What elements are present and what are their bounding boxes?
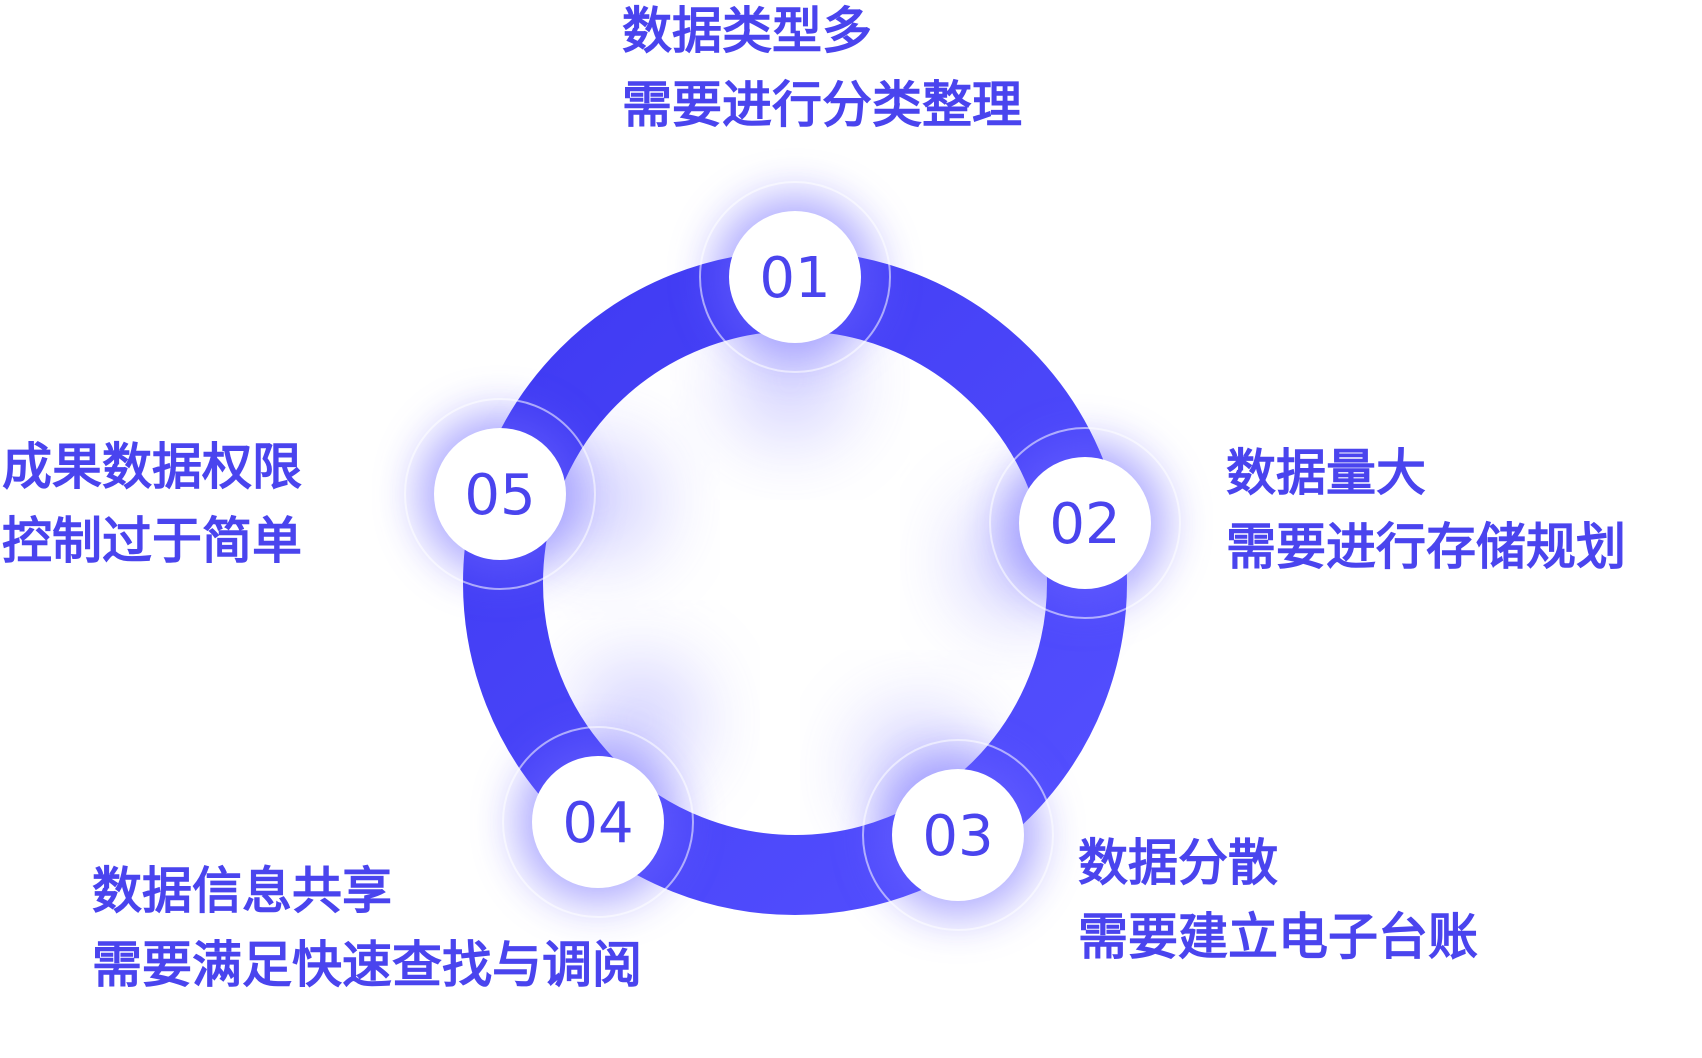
node-01-title: 数据类型多 — [622, 2, 872, 60]
node-01-number: 01 — [759, 246, 830, 311]
node-02-label: 数据量大 需要进行存储规划 — [1226, 436, 1626, 584]
node-03: 03 — [862, 739, 1054, 931]
node-02-number: 02 — [1049, 492, 1120, 557]
node-03-subtitle: 需要建立电子台账 — [1078, 908, 1478, 966]
node-04-title: 数据信息共享 — [92, 862, 392, 920]
node-04-subtitle: 需要满足快速查找与调阅 — [92, 936, 642, 994]
node-02-subtitle: 需要进行存储规划 — [1226, 518, 1626, 576]
node-02-title: 数据量大 — [1226, 444, 1426, 502]
node-05-number: 05 — [464, 463, 535, 528]
node-03-label: 数据分散 需要建立电子台账 — [1078, 826, 1478, 974]
node-05: 05 — [404, 398, 596, 590]
node-05-subtitle: 控制过于简单 — [2, 512, 302, 570]
node-01-subtitle: 需要进行分类整理 — [622, 76, 1022, 134]
node-05-title: 成果数据权限 — [2, 438, 302, 496]
node-03-title: 数据分散 — [1078, 834, 1278, 892]
node-05-label: 成果数据权限 控制过于简单 — [2, 430, 302, 578]
node-04-label: 数据信息共享 需要满足快速查找与调阅 — [92, 854, 642, 1002]
node-01-label: 数据类型多 需要进行分类整理 — [622, 0, 1022, 142]
node-03-number: 03 — [922, 804, 993, 869]
node-01: 01 — [699, 181, 891, 373]
node-04-number: 04 — [562, 791, 633, 856]
node-02: 02 — [989, 427, 1181, 619]
node-04: 04 — [502, 726, 694, 918]
